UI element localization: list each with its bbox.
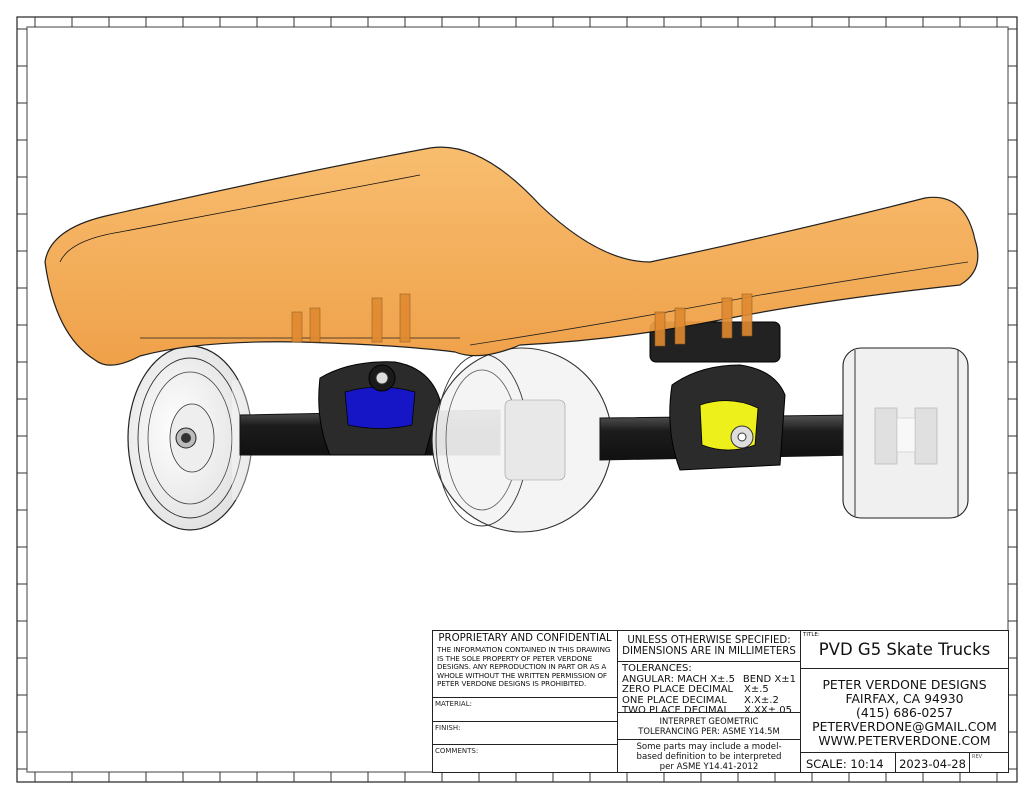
tolerance-label: ZERO PLACE DECIMAL bbox=[622, 684, 734, 696]
geometric-line-2: TOLERANCING PER: ASME Y14.5M bbox=[638, 726, 780, 736]
proprietary-notice: PROPRIETARY AND CONFIDENTIAL THE INFORMA… bbox=[432, 630, 618, 698]
tolerance-label: TWO PLACE DECIMAL bbox=[622, 705, 730, 713]
zone-ticks bbox=[17, 17, 1017, 782]
proprietary-heading: PROPRIETARY AND CONFIDENTIAL bbox=[438, 633, 612, 644]
tolerances-heading: TOLERANCES: bbox=[622, 663, 692, 674]
skateboard-deck bbox=[44, 146, 979, 366]
tolerance-value: X.XX±.05 bbox=[744, 705, 793, 713]
wheel-front-right bbox=[842, 347, 969, 519]
tolerance-row: ANGULAR: MACH X±.5 BEND X±1 bbox=[622, 673, 796, 686]
tolerance-label: ANGULAR: MACH X±.5 bbox=[622, 673, 735, 685]
proprietary-line: PETER VERDONE DESIGNS IS PROHIBITED. bbox=[437, 679, 587, 689]
tolerance-row: ONE PLACE DECIMAL X.X±.2 bbox=[622, 694, 796, 707]
proprietary-line: IS THE SOLE PROPERTY OF PETER VERDONE bbox=[437, 653, 593, 663]
tolerance-value: X±.5 bbox=[744, 684, 769, 696]
date-cell: 2023-04-28 bbox=[895, 752, 970, 773]
mbd-line-2: based definition to be interpreted bbox=[636, 752, 782, 762]
mbd-line-1: Some parts may include a model- bbox=[636, 742, 782, 752]
proprietary-line: THE INFORMATION CONTAINED IN THIS DRAWIN… bbox=[437, 645, 611, 654]
company-web: WWW.PETERVERDONE.COM bbox=[818, 733, 991, 748]
company-phone: (415) 686-0257 bbox=[856, 705, 953, 720]
tolerance-label: ONE PLACE DECIMAL bbox=[622, 694, 727, 706]
title-cell: TITLE: PVD G5 Skate Trucks bbox=[800, 630, 1009, 669]
company-city: FAIRFAX, CA 94930 bbox=[845, 691, 964, 706]
units-line-1: UNLESS OTHERWISE SPECIFIED: bbox=[627, 635, 791, 646]
tolerance-row: TWO PLACE DECIMAL X.XX±.05 bbox=[622, 705, 796, 713]
drawing-title: PVD G5 Skate Trucks bbox=[818, 640, 991, 659]
company-email: PETERVERDONE@GMAIL.COM bbox=[812, 719, 997, 734]
geometric-tolerancing-note: INTERPRET GEOMETRIC TOLERANCING PER: ASM… bbox=[617, 712, 801, 740]
material-field: MATERIAL: bbox=[432, 697, 618, 722]
mbd-note: Some parts may include a model- based de… bbox=[617, 739, 801, 773]
tolerance-row: ZERO PLACE DECIMAL X±.5 bbox=[622, 685, 796, 696]
company-name: PETER VERDONE DESIGNS bbox=[822, 677, 987, 692]
company-info: PETER VERDONE DESIGNS FAIRFAX, CA 94930 … bbox=[800, 668, 1009, 753]
geometric-line-1: INTERPRET GEOMETRIC bbox=[659, 716, 759, 726]
scale-cell: SCALE: 10:14 bbox=[800, 752, 896, 773]
proprietary-line: DESIGNS. ANY REPRODUCTION IN PART OR AS … bbox=[437, 662, 607, 672]
units-line-2: DIMENSIONS ARE IN MILLIMETERS bbox=[622, 646, 796, 657]
wheel-rear-right bbox=[431, 347, 613, 533]
units-note: UNLESS OTHERWISE SPECIFIED: DIMENSIONS A… bbox=[617, 630, 801, 662]
mbd-line-3: per ASME Y14.41-2012 bbox=[659, 762, 759, 772]
proprietary-line: WHOLE WITHOUT THE WRITTEN PERMISSION OF bbox=[437, 670, 607, 680]
rev-cell: REV bbox=[969, 752, 1009, 773]
tolerance-value: X.X±.2 bbox=[744, 694, 779, 706]
truck-front bbox=[599, 321, 861, 471]
title-block: PROPRIETARY AND CONFIDENTIAL THE INFORMA… bbox=[432, 630, 1009, 773]
title-label: TITLE: bbox=[803, 632, 820, 638]
tolerance-value: BEND X±1 bbox=[742, 673, 796, 685]
finish-field: FINISH: bbox=[432, 721, 618, 745]
comments-field: COMMENTS: bbox=[432, 744, 618, 773]
